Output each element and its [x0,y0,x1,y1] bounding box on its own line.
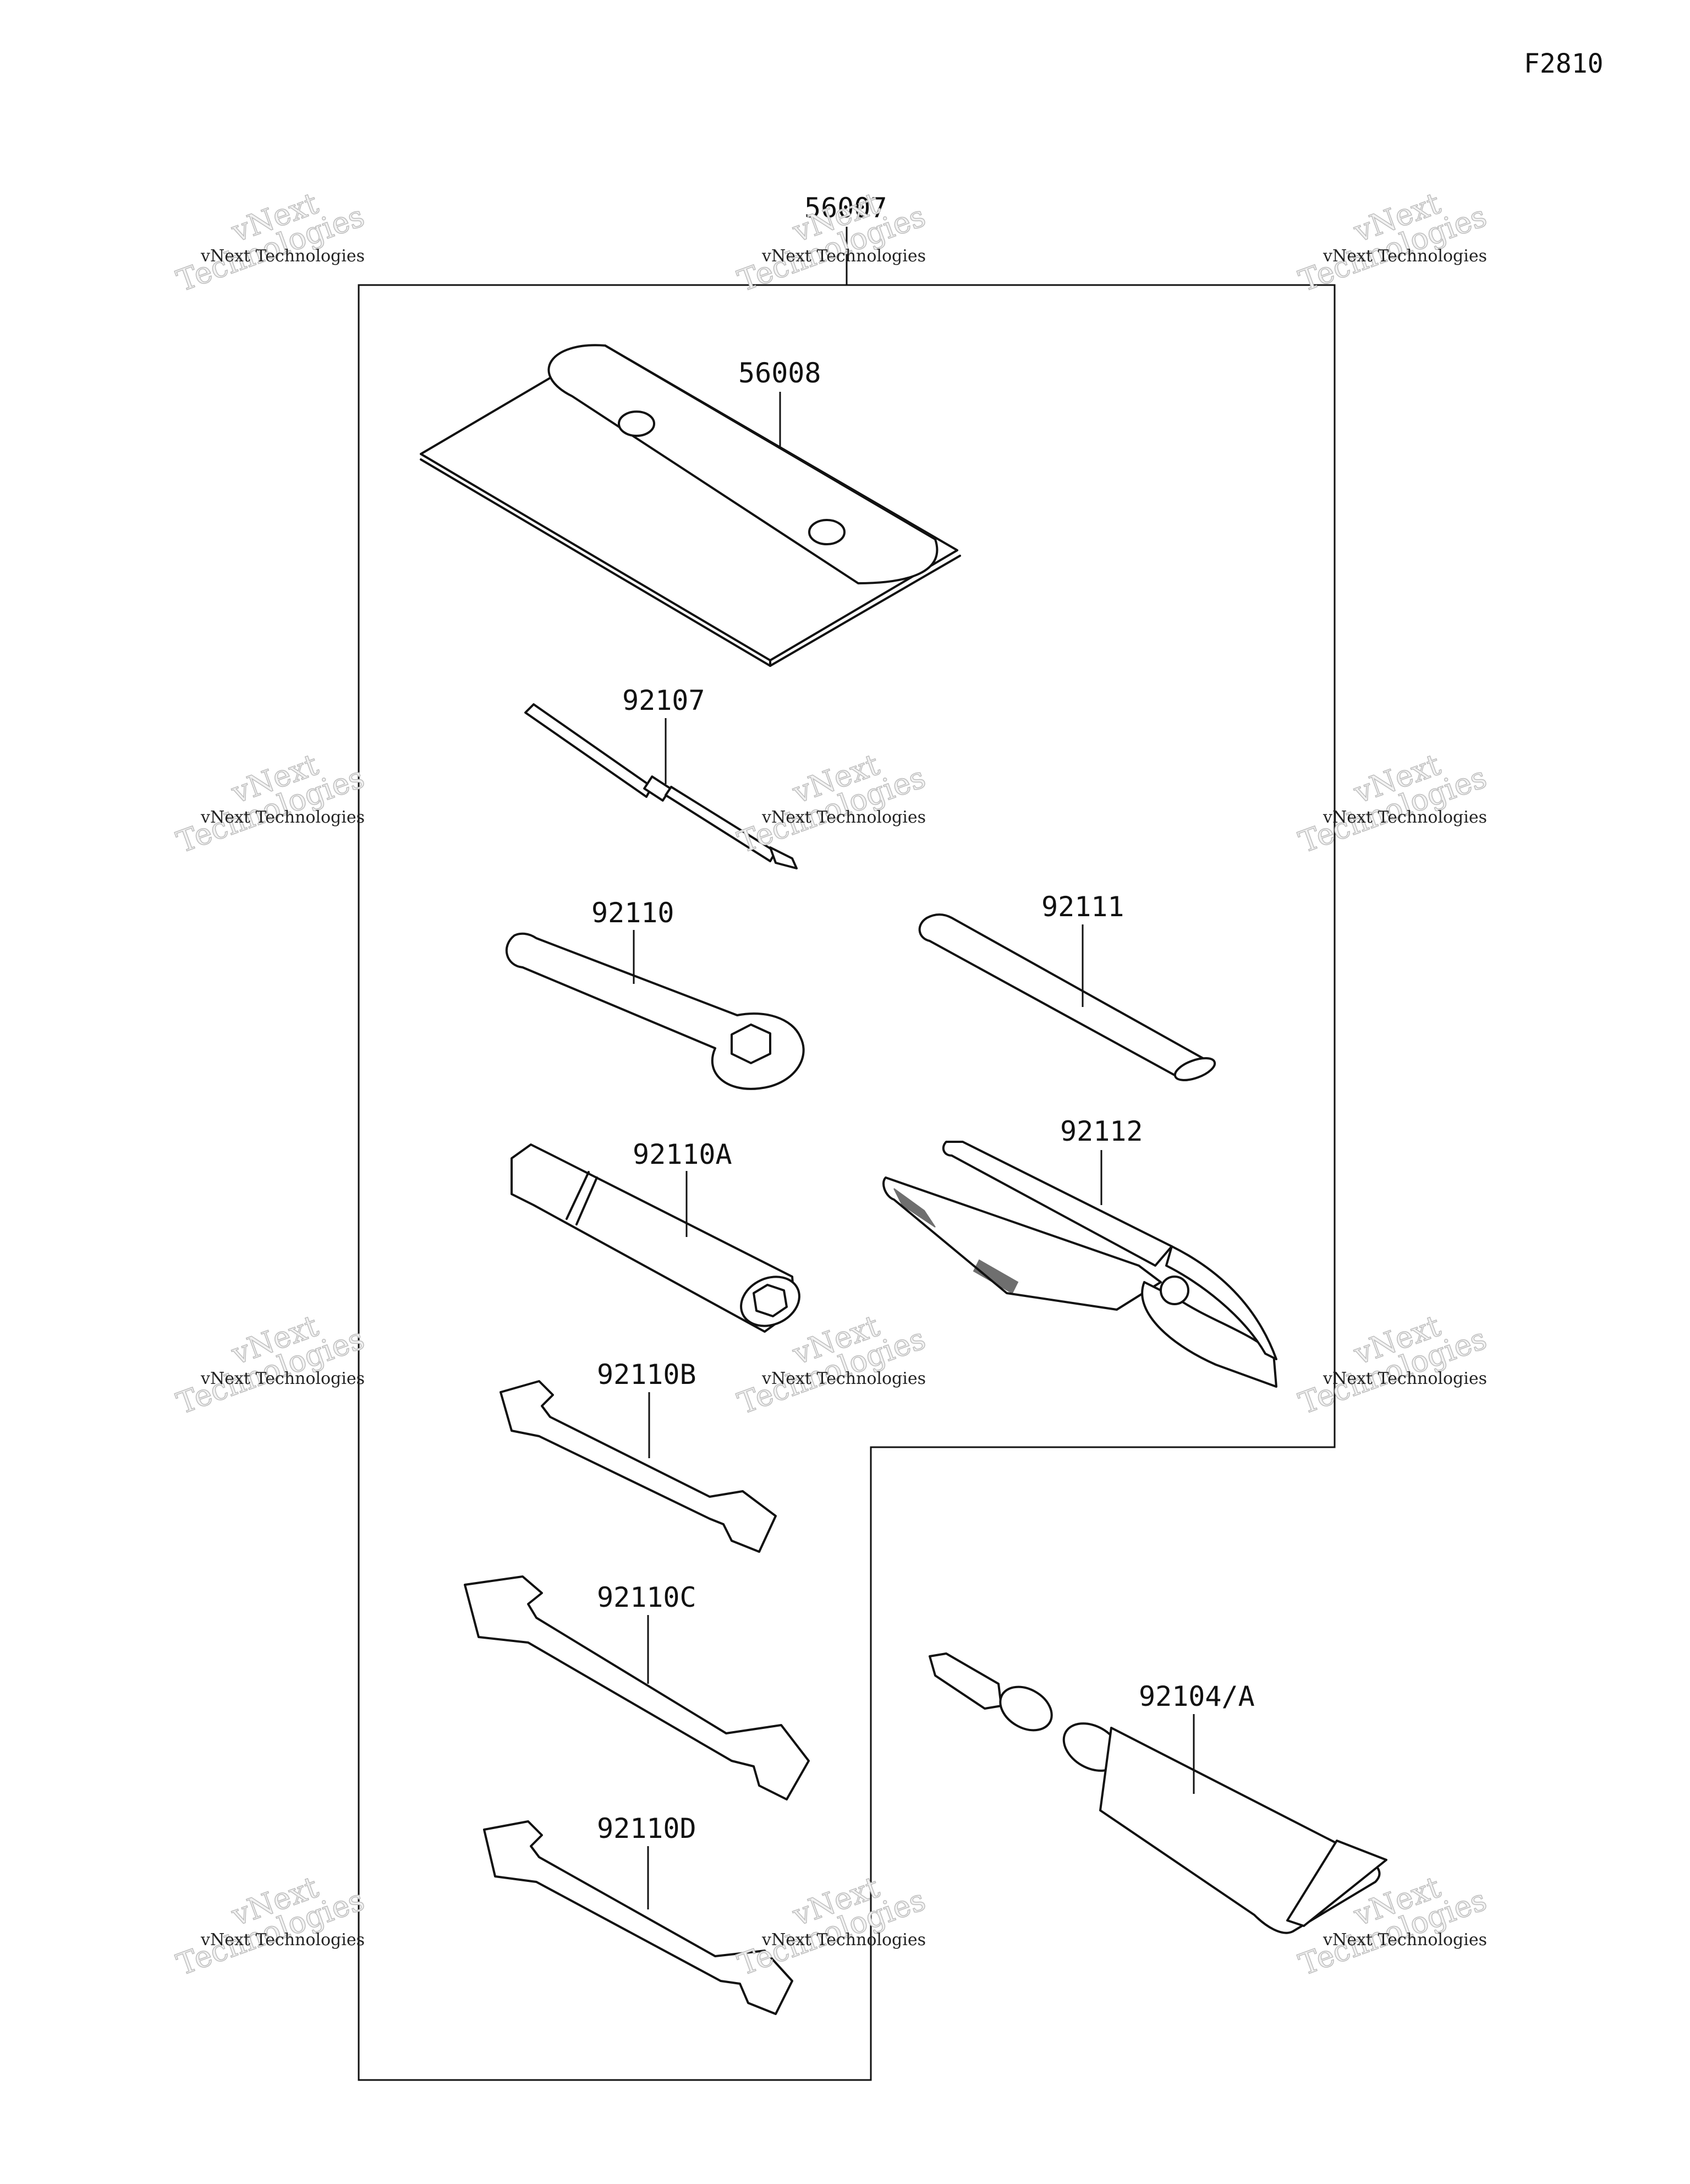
svg-text:vNext Technologies: vNext Technologies [1323,808,1487,827]
svg-text:vNext Technologies: vNext Technologies [200,1369,365,1388]
svg-text:vNext Technologies: vNext Technologies [1323,247,1487,266]
kit-outline [358,284,1336,2081]
part-label-92110C: 92110C [597,1581,696,1613]
part-label-92110A: 92110A [633,1138,732,1170]
part-label-92110B: 92110B [597,1359,696,1391]
svg-text:vNext Technologies: vNext Technologies [761,1930,926,1950]
watermark-mid2-left: vNext Technologies vNext Technologies [172,1308,369,1421]
handle-drawing [918,913,1216,1081]
svg-text:vNext Technologies: vNext Technologies [1323,1930,1487,1950]
svg-text:vNext Technologies: vNext Technologies [200,1930,365,1950]
wrench-drawing [505,932,805,1090]
svg-text:vNext Technologies: vNext Technologies [1323,1369,1487,1388]
svg-text:vNext Technologies: vNext Technologies [200,808,365,827]
spanner-b-drawing [500,1380,777,1553]
part-label-56008: 56008 [738,357,821,389]
kit-part-number: 56007 [804,192,887,224]
watermark-top-left: vNext Technologies vNext Technologies [172,185,369,299]
svg-text:vNext Technologies: vNext Technologies [761,1369,926,1388]
part-label-92110D: 92110D [597,1813,696,1844]
diagram-code: F2810 [1524,48,1604,79]
watermark-mid1-right: vNext Technologies vNext Technologies [1294,747,1491,860]
watermark-mid2-right: vNext Technologies vNext Technologies [1294,1308,1491,1421]
pliers-drawing [882,1141,1277,1388]
watermark-bottom-center: vNext Technologies vNext Technologies [733,1869,930,1983]
part-label-92107: 92107 [622,685,705,716]
tool-bag-drawing [420,344,961,667]
part-label-92112: 92112 [1060,1115,1143,1147]
watermark-top-right: vNext Technologies vNext Technologies [1294,185,1491,299]
watermark-top-center: vNext Technologies vNext Technologies [733,185,930,299]
part-label-92104A: 92104/A [1139,1681,1255,1712]
watermark-mid1-center: vNext Technologies vNext Technologies [733,747,930,860]
screwdriver-drawing [524,703,798,869]
box-wrench-drawing [511,1143,800,1333]
part-label-92110: 92110 [591,897,674,929]
part-label-92111: 92111 [1041,891,1124,923]
svg-text:vNext Technologies: vNext Technologies [761,808,926,827]
svg-text:vNext Technologies: vNext Technologies [761,247,926,266]
svg-text:vNext Technologies: vNext Technologies [200,247,365,266]
watermark-mid1-left: vNext Technologies vNext Technologies [172,747,369,860]
spanner-c-drawing [464,1575,810,1800]
grease-tube-drawing [929,1652,1387,1934]
watermark-bottom-left: vNext Technologies vNext Technologies [172,1869,369,1983]
spanner-d-drawing [483,1820,793,2015]
